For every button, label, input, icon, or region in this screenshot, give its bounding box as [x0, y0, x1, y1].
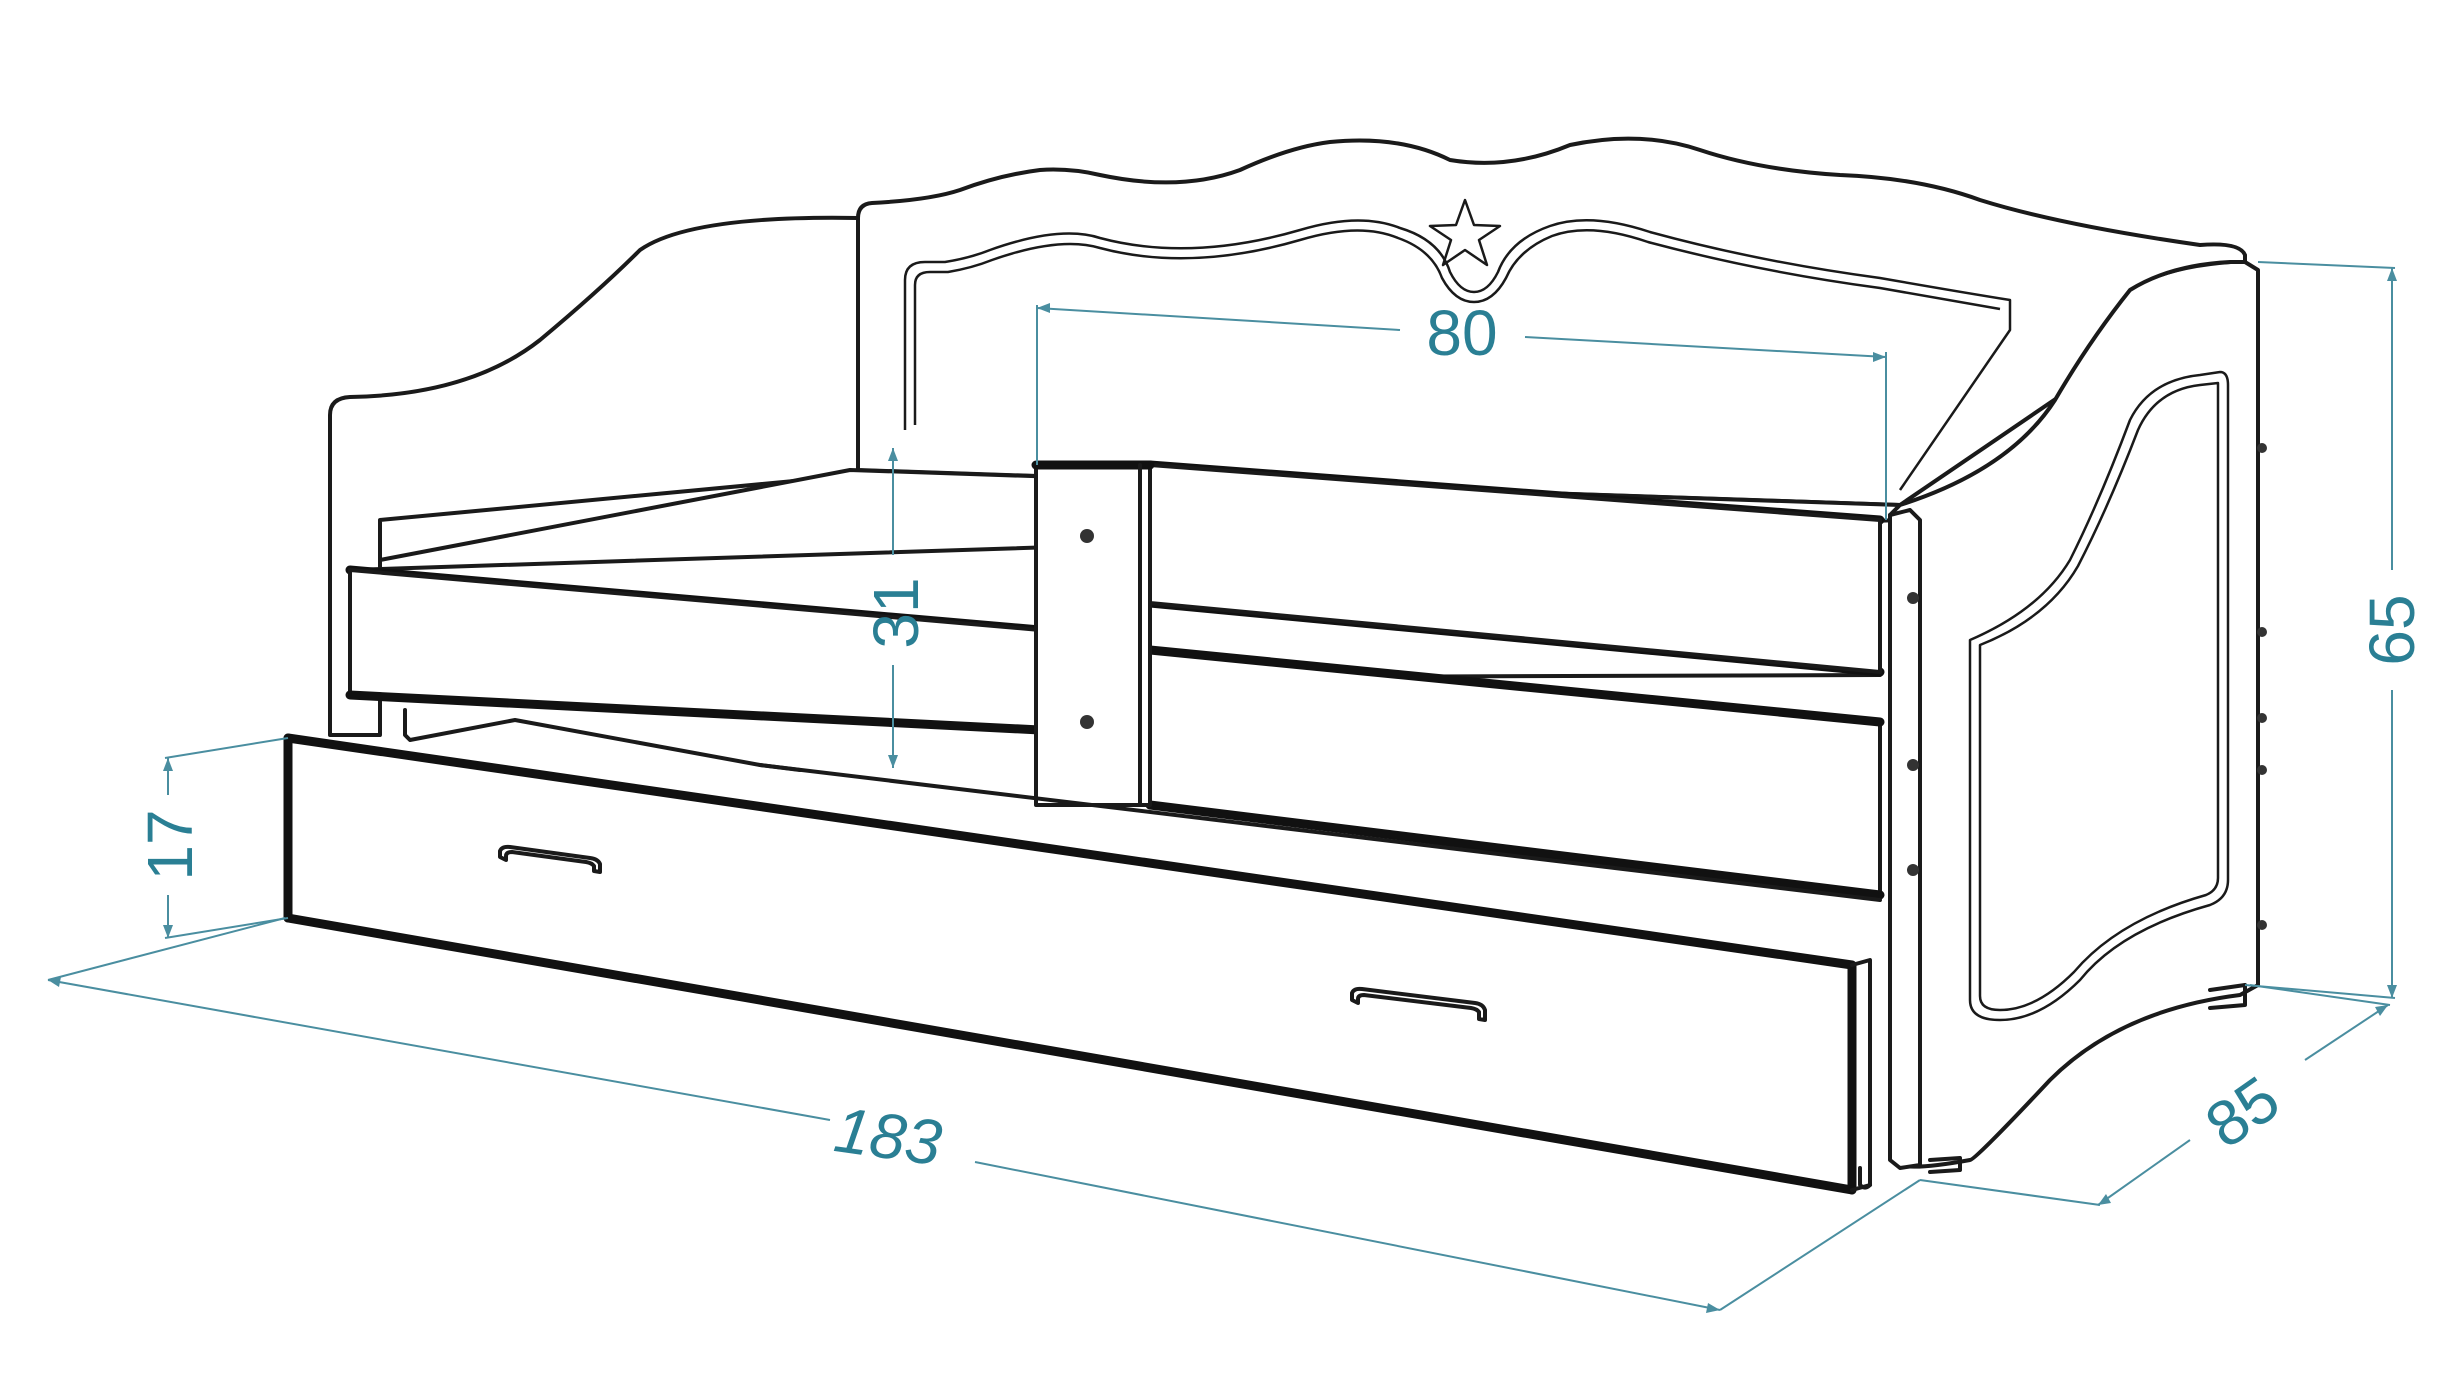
dim-85-label: 85 [2193, 1062, 2293, 1162]
drawer-handle-right [1350, 986, 1487, 1022]
left-headboard [328, 215, 860, 737]
dim-183-line-right [974, 1161, 1721, 1311]
dim-arrowhead [2387, 268, 2397, 281]
dim-arrowhead [1037, 303, 1050, 313]
dim-arrowhead [163, 925, 173, 938]
dim-183-extension-right [1719, 1179, 1921, 1311]
dim-arrowhead [1873, 352, 1886, 362]
dim-65-label: 65 [2356, 594, 2428, 665]
dim-80-label: 80 [1426, 297, 1497, 369]
dim-arrowhead [2375, 1005, 2388, 1016]
front-rail-right-lower-edge [1145, 645, 1885, 727]
screw [1907, 864, 1919, 876]
drawer-handle-left [498, 844, 602, 874]
dim-arrowhead [888, 755, 898, 768]
drawer-wheel [1858, 1166, 1872, 1190]
footboard-edge-line [1899, 260, 2246, 507]
drawer-front-top-edge [283, 733, 1857, 970]
front-rail-left-bottom [345, 690, 1045, 735]
post-bolt [1080, 529, 1094, 543]
back-panel [856, 136, 2247, 507]
dim-arrowhead [48, 977, 61, 987]
dim-85-line-left [2097, 1139, 2191, 1206]
dim-arrowhead [2387, 985, 2397, 998]
support-post [1034, 463, 1152, 807]
footboard-inset-inner [1978, 381, 2220, 1012]
screw [2257, 627, 2267, 637]
back-panel-inset-inner [913, 228, 2001, 425]
screw [1907, 592, 1919, 604]
dim-31-label: 31 [860, 577, 932, 648]
dim-17-label: 17 [134, 809, 206, 880]
dim-arrowhead [1706, 1303, 1720, 1313]
screw [2257, 443, 2267, 453]
dim-arrowhead [2098, 1194, 2111, 1205]
screw [2257, 765, 2267, 775]
dim-17-extension-bottom [164, 917, 289, 939]
bed-base-inner [758, 763, 1882, 902]
drawer-front-bottom-edge [283, 913, 1857, 1195]
dim-85-extension-back [2249, 984, 2391, 1006]
dim-183-line-left [47, 979, 831, 1121]
dim-85-line-right [2304, 1004, 2389, 1061]
footboard-front-edge [1888, 508, 1922, 1170]
post-bolt [1080, 715, 1094, 729]
dim-65-extension-top [2257, 261, 2396, 269]
dim-85-extension-front [1919, 1179, 2101, 1206]
footboard-inset [1968, 370, 2230, 1022]
footboard-foot [1928, 1156, 1962, 1174]
back-panel-inset [903, 219, 2012, 491]
footboard-foot [2208, 983, 2247, 1010]
dim-183-extension-left [47, 917, 286, 981]
dim-80-line-left [1036, 307, 1401, 331]
dim-80-line-right [1524, 336, 1887, 358]
front-rail-right-lower-edge [1145, 800, 1885, 900]
dim-183-label: 183 [830, 1093, 946, 1179]
dim-arrowhead [888, 448, 898, 461]
star-ornament [1428, 198, 1502, 267]
screw [2257, 920, 2267, 930]
dim-arrowhead [163, 758, 173, 771]
screw [2257, 713, 2267, 723]
screw [1907, 759, 1919, 771]
dim-17-extension-top [164, 737, 289, 759]
